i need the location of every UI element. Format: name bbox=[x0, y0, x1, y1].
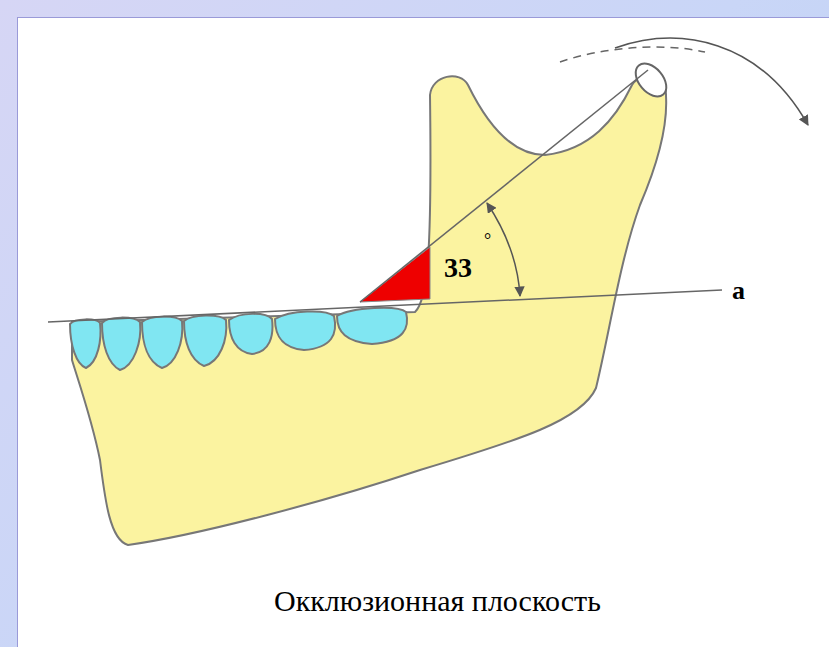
caption: Окклюзионная плоскость bbox=[274, 584, 601, 618]
degree-sign: ° bbox=[484, 230, 491, 251]
teeth bbox=[70, 308, 407, 370]
movement-arc bbox=[615, 38, 808, 125]
mandible bbox=[72, 76, 666, 545]
line-label: a bbox=[732, 276, 745, 306]
dashed-arc bbox=[560, 47, 705, 62]
angle-arc bbox=[487, 203, 520, 296]
condylar-path-line bbox=[360, 70, 648, 302]
angle-value: 33 bbox=[444, 252, 472, 284]
occlusal-plane-line bbox=[48, 290, 722, 322]
